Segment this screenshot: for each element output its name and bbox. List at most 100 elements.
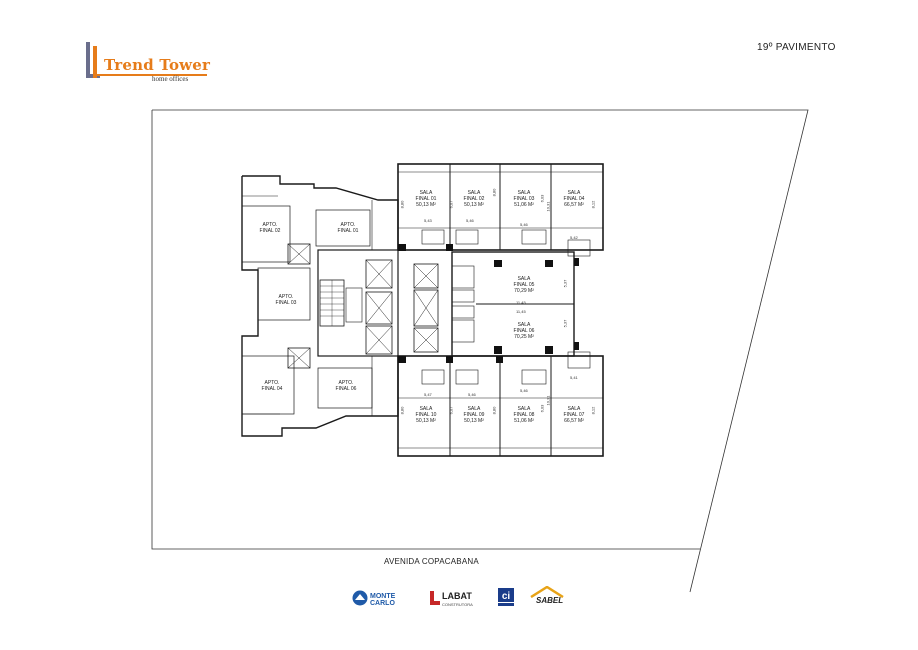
floor-label: 19º PAVIMENTO: [757, 42, 836, 53]
dim-5-42: 5,42: [570, 235, 578, 240]
dim-5-37-b: 5,37: [562, 319, 568, 328]
sala-final-03-label: SALA FINAL 03 51,06 M²: [506, 190, 542, 208]
sala-07-unit: FINAL 07: [563, 412, 585, 418]
apto-04-unit: FINAL 04: [261, 386, 283, 392]
sala-08-unit: FINAL 08: [513, 412, 535, 418]
sala-08-type: SALA: [517, 406, 531, 412]
dim-6-07-bottom: 6,07: [448, 406, 454, 415]
labat-logo: LABAT CONSTRUTORA: [430, 590, 486, 610]
sabel-name: SABEL: [536, 596, 564, 605]
svg-text:ci: ci: [502, 591, 511, 602]
sala-01-area: 50,13 M²: [416, 202, 436, 208]
street-name: AVENIDA COPACABANA: [384, 557, 479, 566]
dim-6-03-top: 6,03: [539, 194, 545, 203]
sala-04-unit: FINAL 04: [563, 196, 585, 202]
dim-5-37-a: 5,37: [562, 279, 568, 288]
sala-10-area: 50,13 M²: [416, 418, 436, 424]
sala-06-unit: FINAL 06: [513, 328, 535, 334]
dim-11-45-a: 11,45: [516, 300, 526, 305]
sala-03-type: SALA: [517, 190, 531, 196]
labat-subtitle: CONSTRUTORA: [442, 602, 473, 607]
sala-05-type: SALA: [517, 276, 531, 282]
dim-8-80-top-a: 8,80: [399, 200, 405, 209]
site-boundary-left: [151, 110, 700, 550]
ci-logo: ci: [498, 588, 514, 608]
sala-final-01-label: SALA FINAL 01 50,13 M²: [408, 190, 444, 208]
apto-01-unit: FINAL 01: [337, 228, 359, 234]
brand-tagline: home offices: [152, 75, 189, 83]
dim-8-12-top: 8,12: [590, 200, 596, 209]
ci-emblem-icon: ci: [498, 588, 514, 606]
sala-05-area: 70,29 M²: [514, 288, 534, 294]
dim-8-80-bottom-a: 8,80: [399, 406, 405, 415]
sala-01-type: SALA: [419, 190, 433, 196]
dim-11-45-b: 11,45: [516, 309, 526, 314]
sala-02-unit: FINAL 02: [463, 196, 485, 202]
sala-09-type: SALA: [467, 406, 481, 412]
sala-final-06-label: SALA FINAL 06 70,25 M²: [506, 322, 542, 340]
sala-04-type: SALA: [567, 190, 581, 196]
dim-8-80-top-b: 8,80: [491, 188, 497, 197]
apartment-wing: [242, 175, 399, 250]
apto-final-04-label: APTO. FINAL 04: [254, 380, 290, 392]
dim-10-31-top: 10,31: [545, 201, 551, 212]
sala-03-unit: FINAL 03: [513, 196, 535, 202]
sala-06-area: 70,25 M²: [514, 334, 534, 340]
sala-10-unit: FINAL 10: [415, 412, 437, 418]
dim-5-47: 5,47: [424, 392, 432, 397]
sabel-logo: SABEL: [530, 586, 566, 610]
sala-final-09-label: SALA FINAL 09 50,13 M²: [456, 406, 492, 424]
sala-02-type: SALA: [467, 190, 481, 196]
trend-tower-logo: [86, 42, 207, 78]
dim-5-43: 5,43: [424, 218, 432, 223]
dim-8-12-bottom: 8,12: [590, 406, 596, 415]
sala-final-02-label: SALA FINAL 02 50,13 M²: [456, 190, 492, 208]
apto-final-06-label: APTO. FINAL 06: [328, 380, 364, 392]
dim-8-80-bottom-b: 8,80: [491, 406, 497, 415]
labat-name: LABAT: [442, 591, 472, 601]
sabel-roof-icon: [530, 586, 564, 598]
apto-02-unit: FINAL 02: [259, 228, 281, 234]
monte-carlo-emblem-icon: [352, 590, 368, 606]
dim-5-41: 5,41: [570, 375, 578, 380]
apto-final-01-label: APTO. FINAL 01: [330, 222, 366, 234]
sala-02-area: 50,13 M²: [464, 202, 484, 208]
brand-name: Trend Tower: [104, 56, 211, 74]
dim-5-46-top: 5,46: [466, 218, 474, 223]
labat-emblem-icon: [430, 591, 440, 605]
sala-06-type: SALA: [517, 322, 531, 328]
sala-08-area: 51,06 M²: [514, 418, 534, 424]
sala-05-unit: FINAL 05: [513, 282, 535, 288]
dim-5-46-bottom-2: 5,46: [520, 388, 528, 393]
apto-04-type: APTO.: [264, 380, 280, 386]
monte-carlo-name: MONTE CARLO: [370, 593, 396, 607]
apto-final-03-label: APTO. FINAL 03: [268, 294, 304, 306]
sala-07-type: SALA: [567, 406, 581, 412]
sala-final-10-label: SALA FINAL 10 50,13 M²: [408, 406, 444, 424]
apto-02-type: APTO.: [262, 222, 278, 228]
dim-10-31-bottom: 10,31: [545, 395, 551, 406]
sala-final-05-label: SALA FINAL 05 70,29 M²: [506, 276, 542, 294]
dim-6-07-top: 6,07: [448, 200, 454, 209]
sala-final-07-label: SALA FINAL 07 66,57 M²: [556, 406, 592, 424]
sala-04-area: 66,57 M²: [564, 202, 584, 208]
sala-03-area: 51,06 M²: [514, 202, 534, 208]
sala-01-unit: FINAL 01: [415, 196, 437, 202]
core: [317, 249, 399, 357]
sala-09-unit: FINAL 09: [463, 412, 485, 418]
site-boundary: [152, 109, 809, 593]
monte-carlo-logo: MONTE CARLO: [352, 590, 418, 610]
apto-final-02-label: APTO. FINAL 02: [252, 222, 288, 234]
dim-6-03-bottom: 6,03: [539, 404, 545, 413]
dim-5-46-bottom: 5,46: [468, 392, 476, 397]
apto-01-type: APTO.: [340, 222, 356, 228]
sala-final-08-label: SALA FINAL 08 51,06 M²: [506, 406, 542, 424]
sala-09-area: 50,13 M²: [464, 418, 484, 424]
sala-final-04-label: SALA FINAL 04 66,57 M²: [556, 190, 592, 208]
sala-10-type: SALA: [419, 406, 433, 412]
apto-03-type: APTO.: [278, 294, 294, 300]
apto-06-type: APTO.: [338, 380, 354, 386]
apto-03-unit: FINAL 03: [275, 300, 297, 306]
dim-5-46-top-2: 5,46: [520, 222, 528, 227]
